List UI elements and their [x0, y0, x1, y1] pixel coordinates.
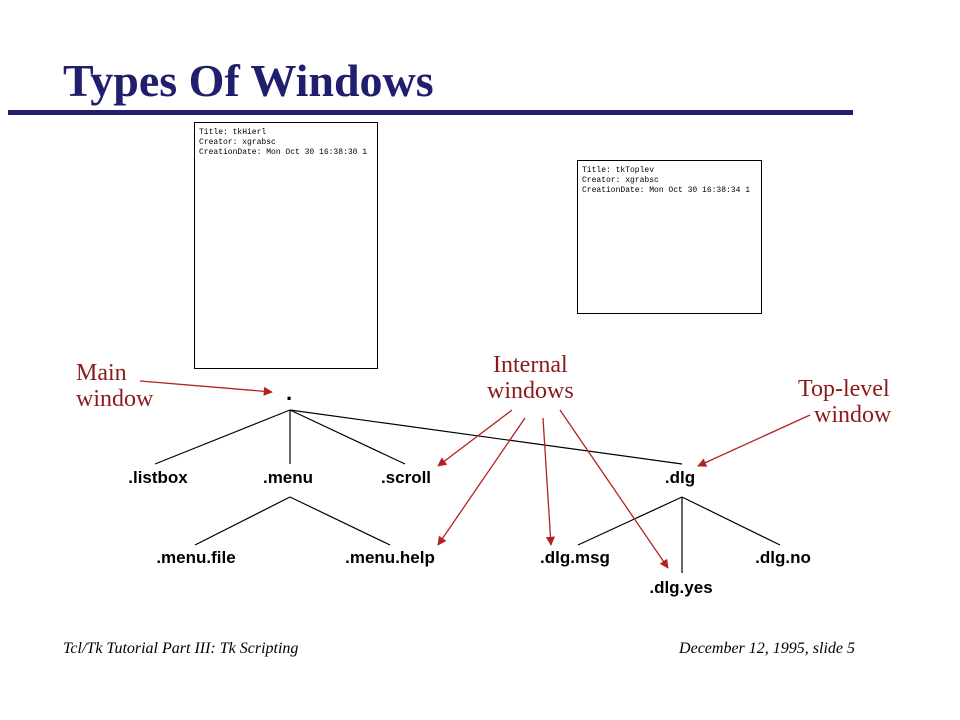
edge-menu-file — [194, 496, 291, 546]
arrow-internal-scroll — [437, 409, 513, 467]
node-dlg-msg: .dlg.msg — [540, 548, 610, 567]
edge-root-dlg — [289, 409, 683, 465]
toplevel-frame-date-line: CreationDate: Mon Oct 30 16:38:34 1 — [582, 186, 751, 195]
footer-course-title: Tcl/Tk Tutorial Part III: Tk Scripting — [63, 640, 299, 657]
callout-internal-windows: Internal windows — [487, 352, 574, 404]
node-dlg: .dlg — [664, 468, 696, 487]
node-dlg-yes: .dlg.yes — [649, 578, 713, 597]
callout-main-window-line2: window — [76, 386, 154, 412]
arrow-internal-menu-help — [437, 417, 526, 546]
node-root: . — [285, 380, 293, 405]
node-scroll: .scroll — [380, 468, 432, 487]
main-frame-title-line: Title: tkHierl — [199, 128, 267, 137]
callout-toplevel-window-line1: Top-level — [798, 376, 890, 402]
slide-title: Types Of Windows — [63, 55, 434, 106]
edge-root-scroll — [289, 409, 406, 465]
node-menu-help: .menu.help — [345, 548, 435, 567]
arrow-internal-dlg-msg — [542, 417, 556, 546]
callout-main-window: Main window — [76, 360, 153, 412]
edge-menu-help — [289, 496, 391, 546]
arrow-internal-dlg-yes — [559, 409, 669, 569]
edge-dlg-no — [681, 496, 781, 546]
callout-main-window-line1: Main — [76, 360, 127, 386]
toplevel-frame-title-line: Title: tkToplev — [582, 166, 655, 175]
edge-dlg-msg — [577, 496, 683, 546]
node-listbox: .listbox — [128, 468, 188, 487]
node-menu: .menu — [262, 468, 314, 487]
title-underline — [8, 110, 853, 115]
main-frame-date-line: CreationDate: Mon Oct 30 16:38:30 1 — [199, 148, 368, 157]
main-window-frame: Title: tkHierl Creator: xgrabsc Creation… — [194, 122, 378, 369]
callout-internal-windows-line1: Internal — [493, 352, 568, 378]
arrow-toplevel-dlg — [697, 414, 811, 467]
edge-root-listbox — [154, 409, 291, 465]
node-dlg-no: .dlg.no — [755, 548, 811, 567]
node-menu-file: .menu.file — [156, 548, 236, 567]
toplevel-window-frame: Title: tkToplev Creator: xgrabsc Creatio… — [577, 160, 762, 314]
callout-toplevel-window-line2: window — [814, 402, 892, 428]
main-frame-creator-line: Creator: xgrabsc — [199, 138, 276, 147]
toplevel-frame-creator-line: Creator: xgrabsc — [582, 176, 659, 185]
callout-internal-windows-line2: windows — [487, 378, 574, 404]
footer-date-slide: December 12, 1995, slide 5 — [679, 640, 855, 657]
callout-toplevel-window: Top-level window — [798, 376, 891, 428]
arrow-main-window — [139, 380, 273, 396]
